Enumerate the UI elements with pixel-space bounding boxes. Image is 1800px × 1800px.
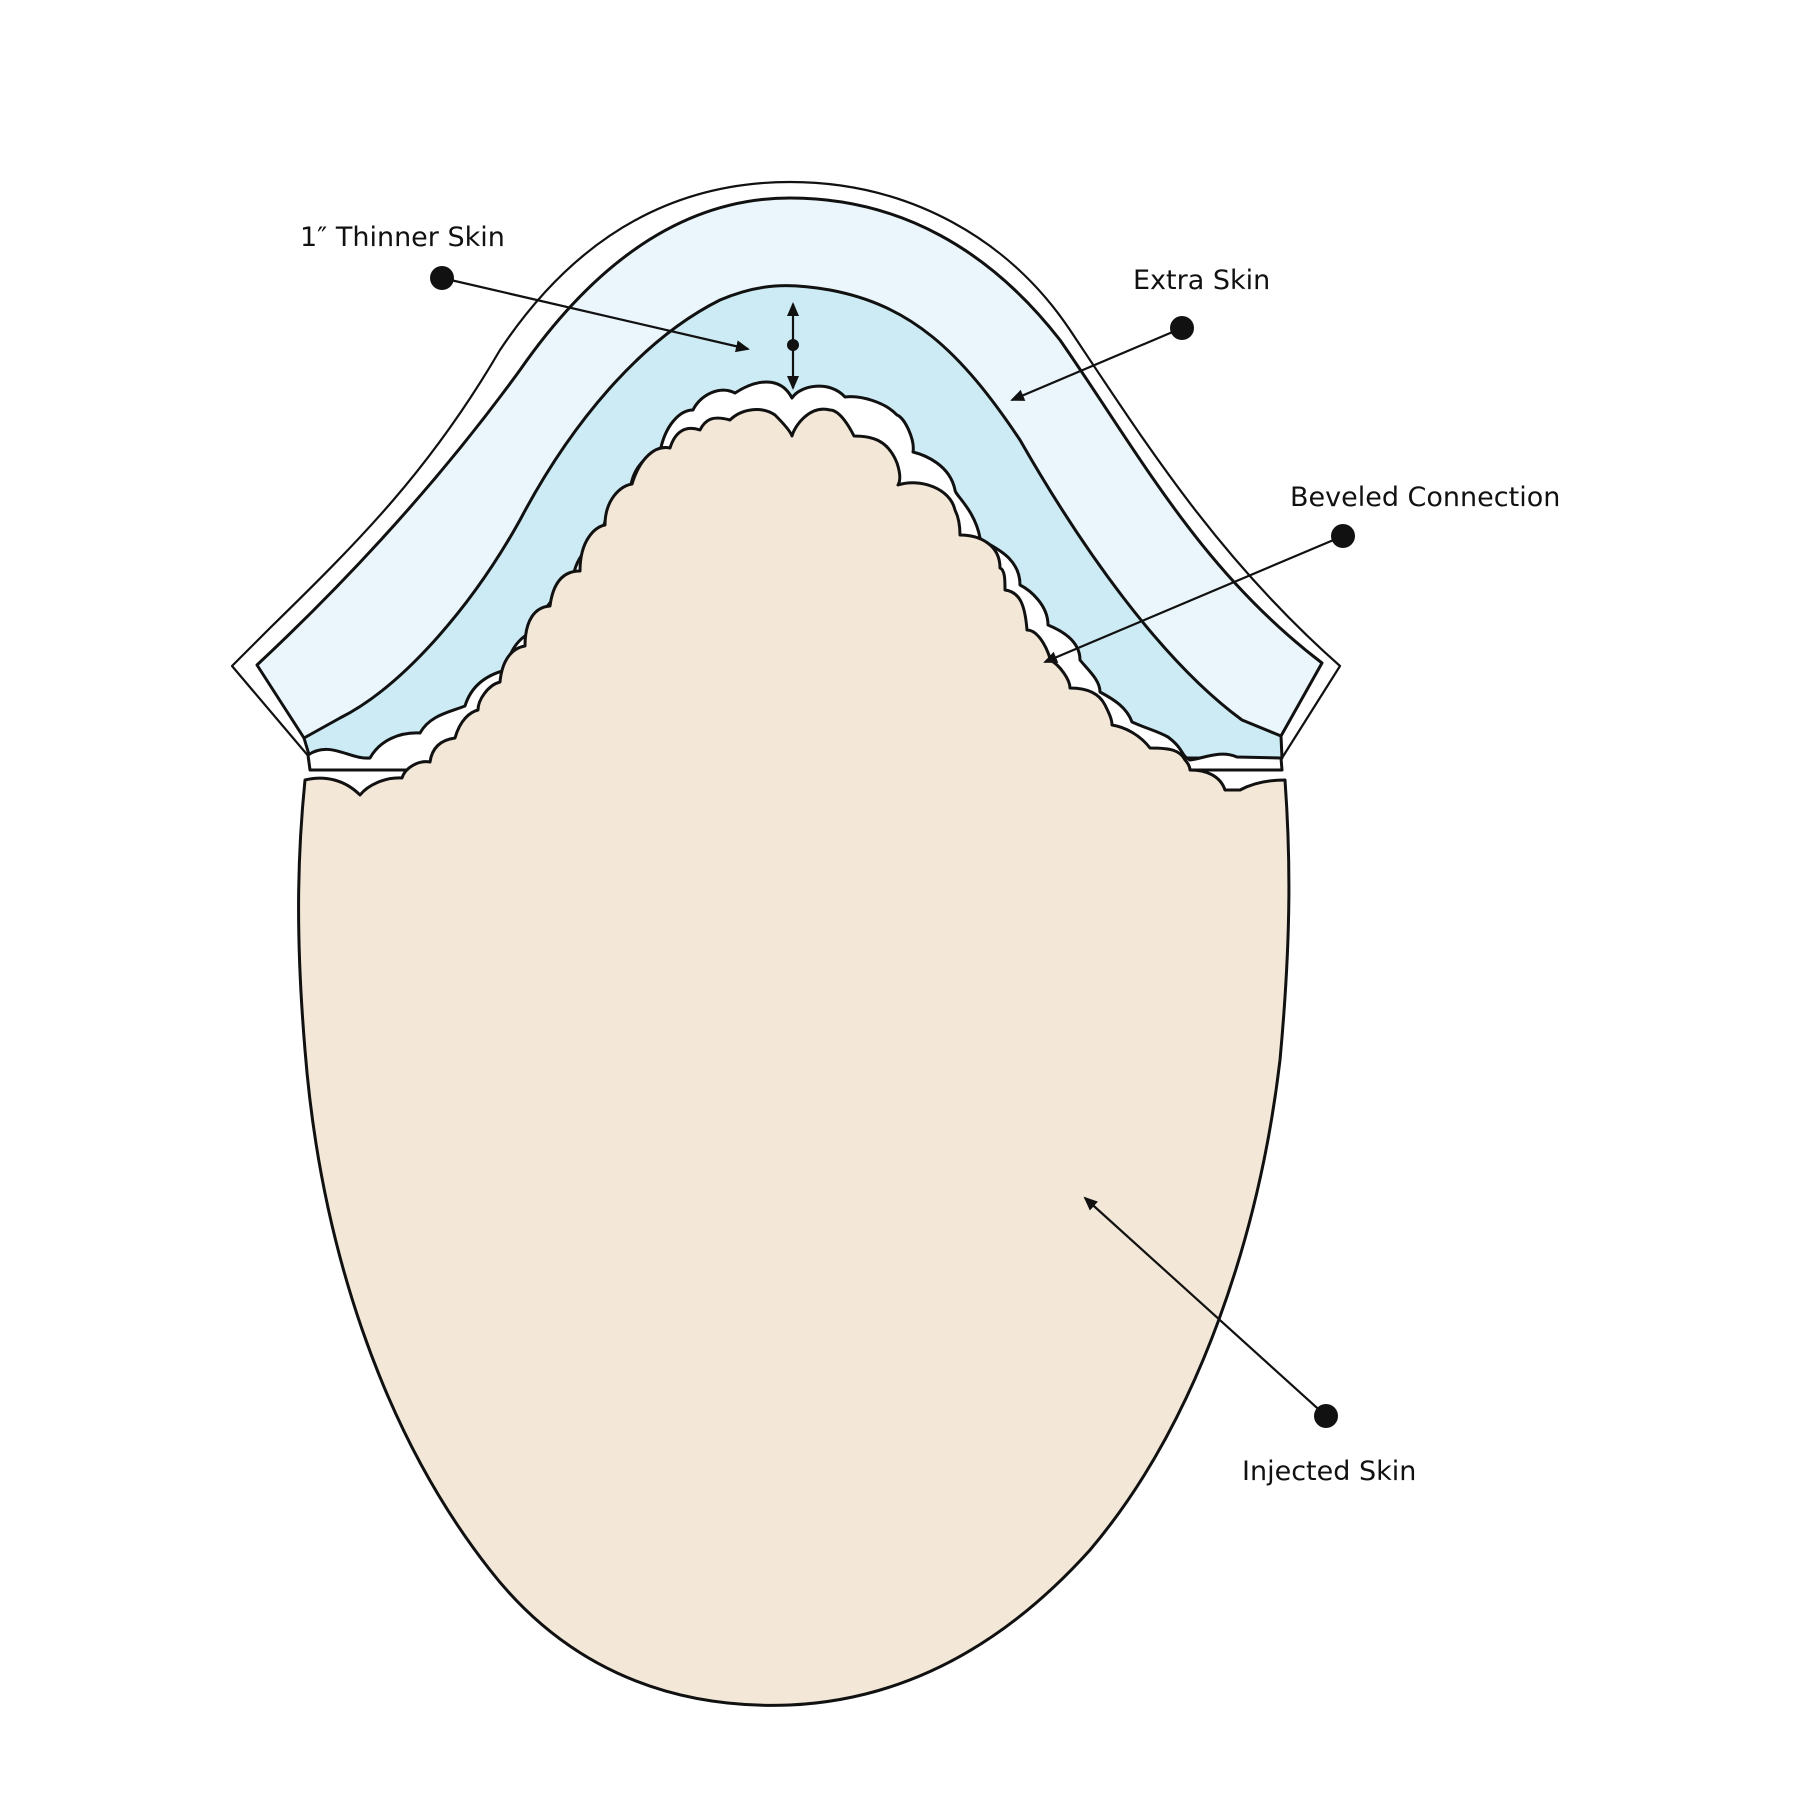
leader-extra-skin: [1010, 326, 1183, 402]
thickness-center-dot: [787, 339, 799, 351]
callout-extra-skin: Extra Skin: [1010, 265, 1270, 402]
callout-thinner-skin: 1″ Thinner Skin: [300, 222, 750, 353]
injected-skin-layer: [297, 407, 1291, 1707]
leader-injected-skin: [1083, 1196, 1327, 1417]
label-thinner-skin: 1″ Thinner Skin: [300, 222, 505, 253]
callout-injected-skin: Injected Skin: [1083, 1196, 1416, 1487]
thickness-indicator: [787, 302, 799, 390]
label-beveled-connection: Beveled Connection: [1290, 482, 1560, 513]
leader-beveled-connection: [1043, 534, 1344, 664]
callout-beveled-connection: Beveled Connection: [1043, 482, 1560, 664]
label-injected-skin: Injected Skin: [1242, 1456, 1416, 1487]
label-extra-skin: Extra Skin: [1133, 265, 1270, 296]
leader-thinner-skin: [441, 276, 750, 353]
